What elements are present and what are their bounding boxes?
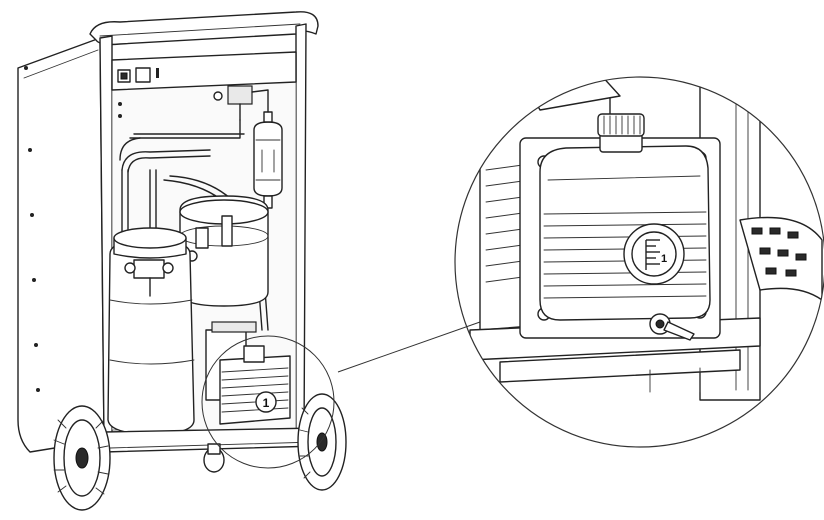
compressor	[179, 195, 269, 307]
callout-number-small: 1	[263, 396, 270, 410]
side-rivets	[24, 66, 40, 392]
oil-sight-glass: 1	[623, 223, 685, 285]
callout-number-detail: 1	[661, 253, 667, 265]
drain-valve	[649, 313, 695, 341]
detail-marker-circle	[201, 335, 335, 469]
refrigerant-cylinder	[107, 227, 195, 435]
side-panel	[17, 37, 105, 453]
detail-circle-border	[454, 76, 824, 448]
valve-block	[227, 85, 253, 105]
handle-bar	[89, 11, 319, 46]
right-wheel	[297, 393, 347, 491]
detail-callout	[201, 321, 481, 469]
caster	[203, 443, 225, 473]
detail-magnified-view: 1	[454, 76, 824, 448]
leader-line	[337, 321, 481, 373]
oil-fill-cap	[597, 113, 645, 153]
vacuum-pump-large: 1	[539, 113, 711, 341]
left-wheel	[53, 405, 111, 511]
vacuum-pump-small: 1	[205, 321, 291, 425]
filter-drier	[253, 111, 283, 209]
control-strip	[111, 51, 297, 91]
socket	[135, 67, 151, 83]
recovery-machine: 1	[17, 11, 347, 511]
